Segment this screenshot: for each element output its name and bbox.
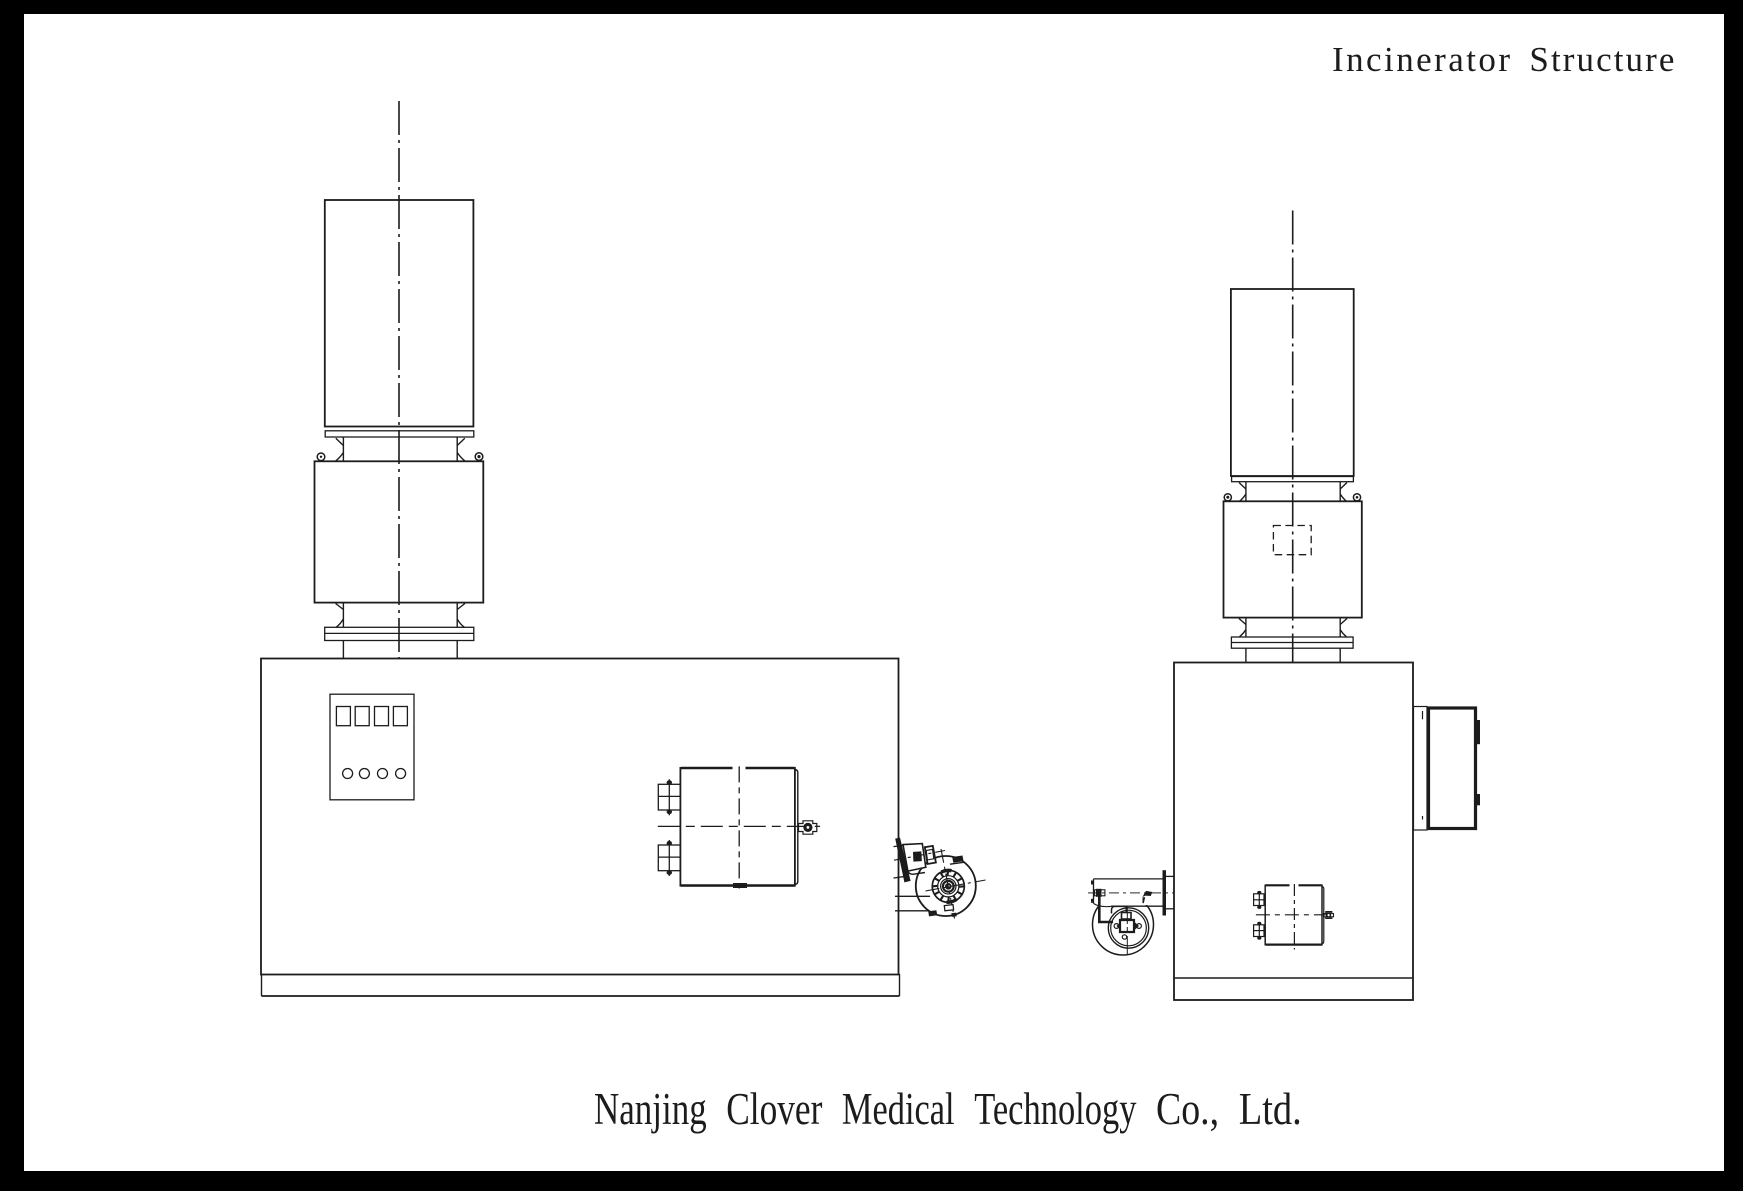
svg-text:IncineratorStructure: IncineratorStructure xyxy=(1332,40,1674,79)
svg-text:NanjingCloverMedicalTechnology: NanjingCloverMedicalTechnologyCo.,Ltd. xyxy=(594,1084,1302,1134)
